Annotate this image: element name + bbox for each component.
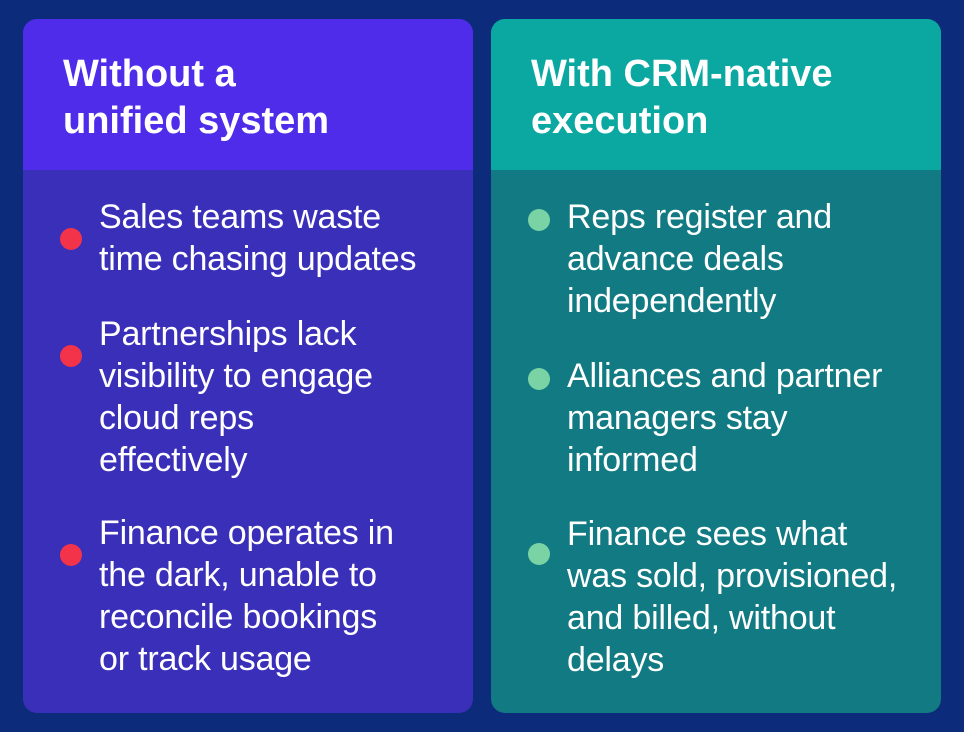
without-unified-system-panel: Without a unified system Sales teams was…: [23, 19, 473, 713]
list-item-text: Finance sees what was sold, provisioned,…: [567, 515, 898, 679]
with-crm-native-execution-panel: With CRM-native execution Reps register …: [491, 19, 941, 713]
list-item-text: Reps register and advance deals independ…: [567, 198, 832, 320]
list-item-text: Partnerships lack visibility to engage c…: [99, 315, 373, 479]
red-dot-icon: [60, 228, 82, 250]
right-panel-title: With CRM-native execution: [531, 53, 833, 142]
left-panel-title: Without a unified system: [63, 53, 330, 142]
right-item-list: Reps register and advance deals independ…: [491, 170, 941, 713]
right-panel-header: With CRM-native execution: [491, 19, 941, 170]
left-panel-header: Without a unified system: [23, 19, 473, 170]
green-dot-icon: [528, 209, 550, 231]
list-item-text: Finance operates in the dark, unable to …: [99, 514, 394, 678]
list-item-text: Alliances and partner managers stay info…: [567, 357, 883, 479]
red-dot-icon: [60, 544, 82, 566]
left-item-list: Sales teams waste time chasing updates P…: [23, 170, 473, 713]
red-dot-icon: [60, 345, 82, 367]
green-dot-icon: [528, 368, 550, 390]
green-dot-icon: [528, 543, 550, 565]
list-item-text: Sales teams waste time chasing updates: [99, 198, 417, 278]
